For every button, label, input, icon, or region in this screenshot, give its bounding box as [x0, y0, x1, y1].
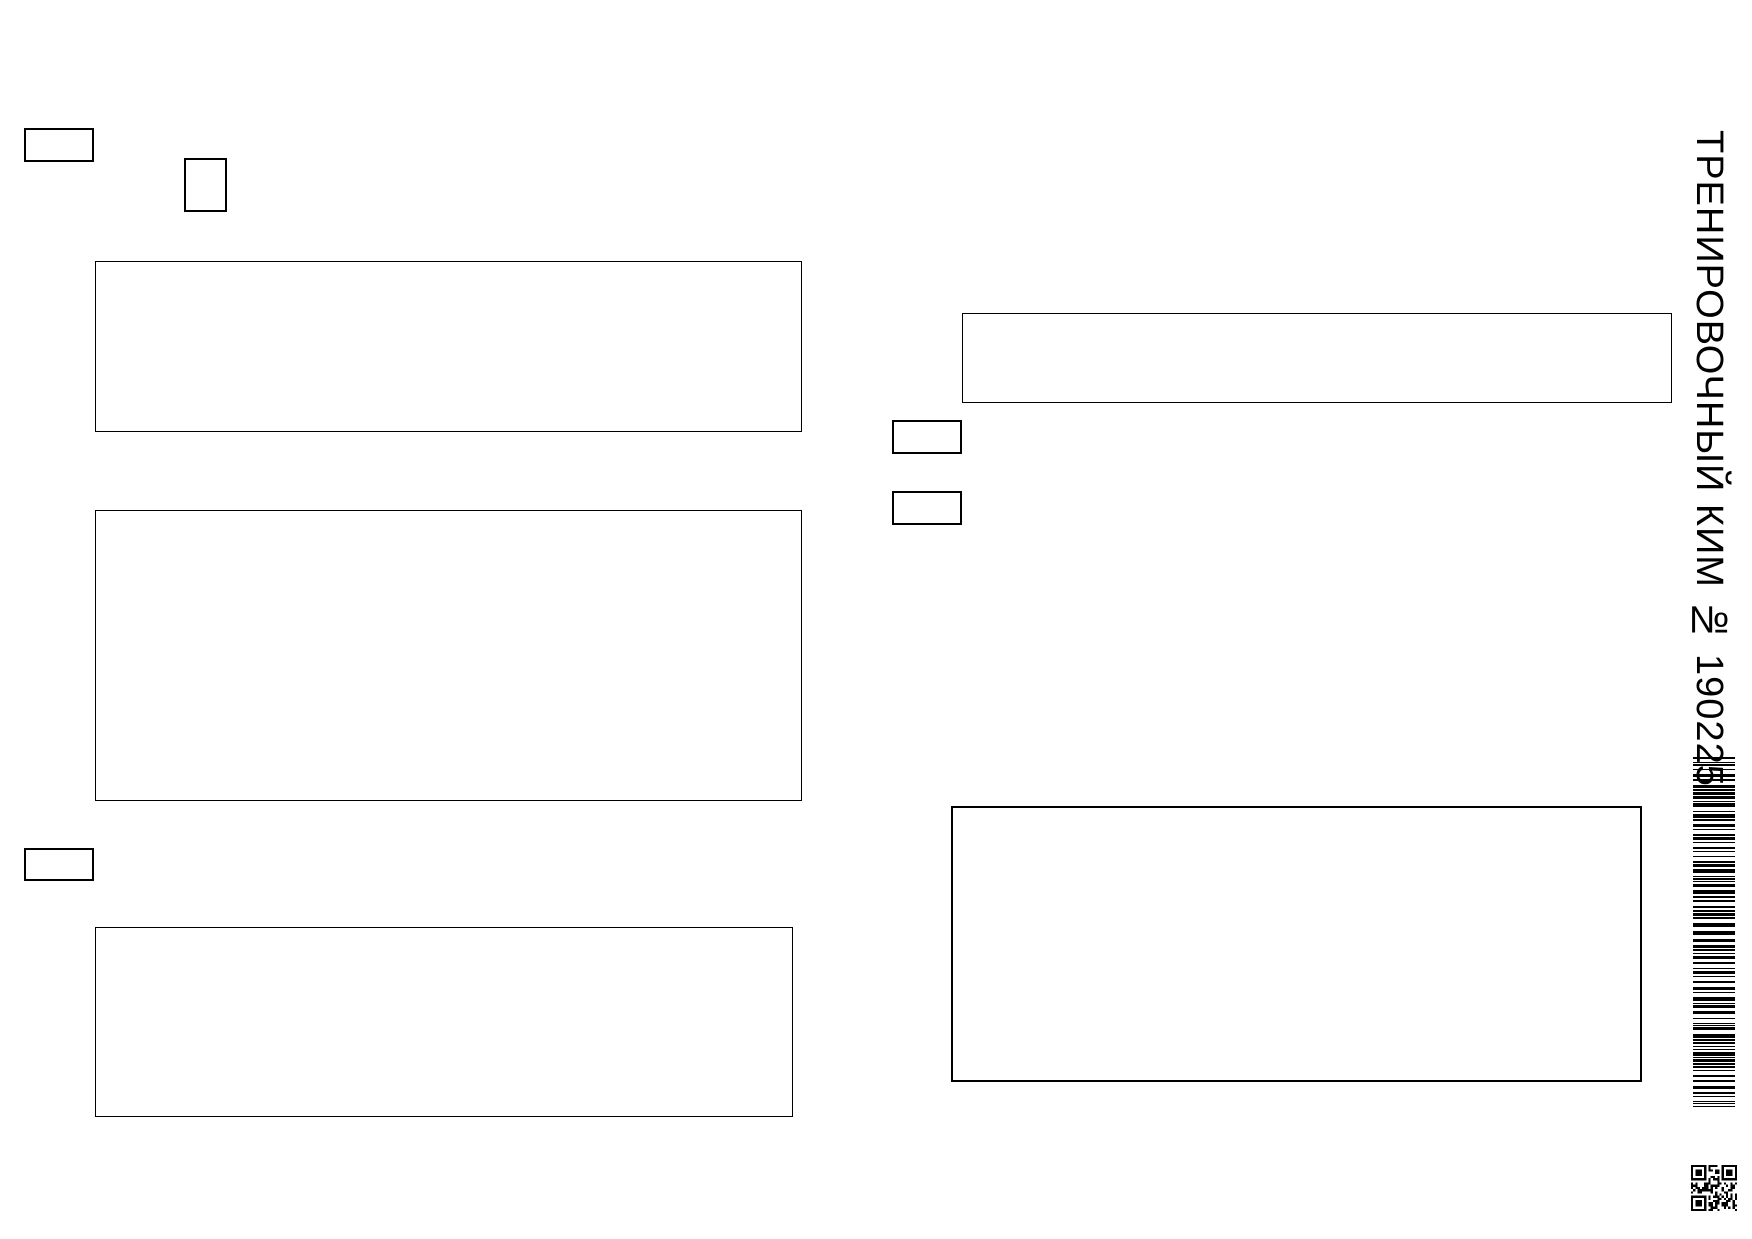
kim-title: ТРЕНИРОВОЧНЫЙ КИМ № 190225 [1688, 130, 1730, 787]
answer-area-4[interactable] [962, 313, 1672, 403]
qr-code-icon [1691, 1165, 1737, 1211]
barcode-icon [1693, 757, 1735, 1107]
task-number-box-3 [892, 420, 962, 454]
answer-area-3[interactable] [95, 927, 793, 1117]
answer-digit-box[interactable] [184, 158, 227, 212]
task-number-box-1 [24, 128, 94, 162]
answer-area-2[interactable] [95, 510, 802, 801]
task-number-box-4 [892, 491, 962, 525]
answer-area-5[interactable] [951, 806, 1642, 1082]
answer-area-1[interactable] [95, 261, 802, 432]
task-number-box-2 [24, 848, 94, 881]
